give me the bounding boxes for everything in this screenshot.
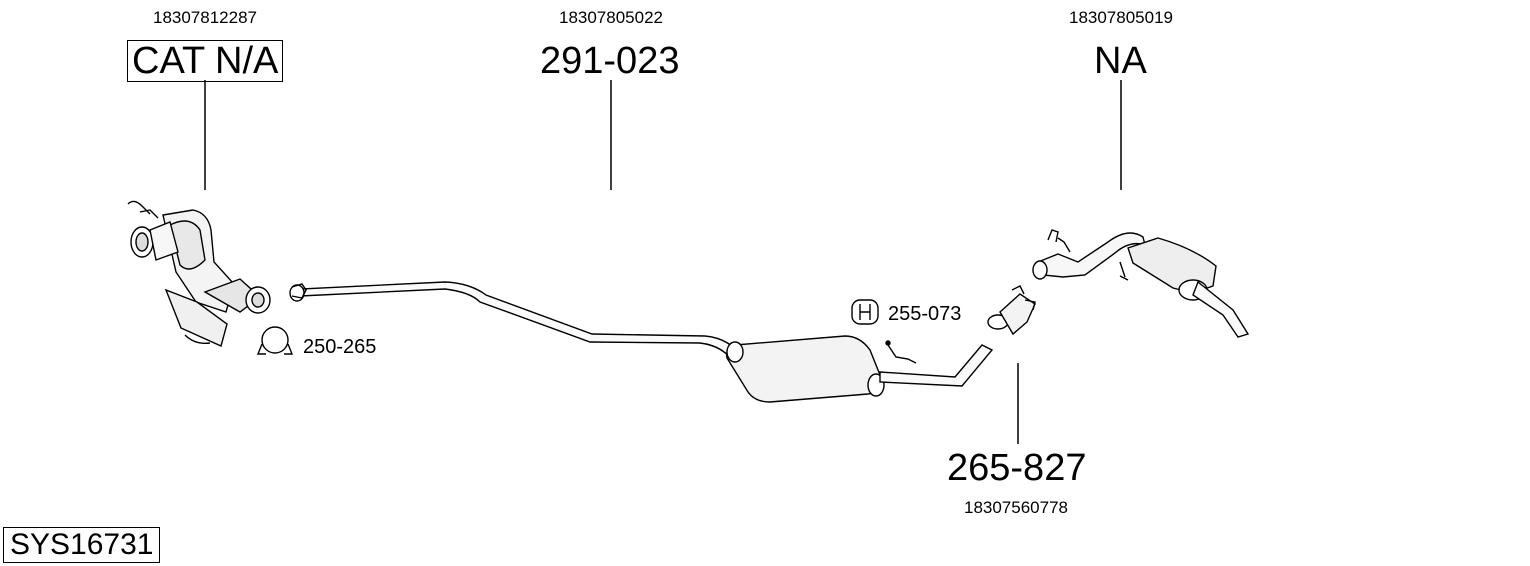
catalytic-converter-icon: [127, 200, 271, 347]
accessory-code-clamp[interactable]: 250-265: [303, 336, 377, 358]
accessory-code-mount[interactable]: 255-073: [888, 303, 962, 325]
part-code[interactable]: 291-023: [540, 40, 680, 82]
oem-number: 18307812287: [152, 8, 257, 27]
part-code-boxed[interactable]: CAT N/A: [127, 40, 284, 82]
oem-number: 18307560778: [963, 498, 1068, 517]
system-id-label: SYS16731: [3, 527, 161, 563]
middle-silencer-icon: [725, 335, 994, 403]
pipe-connector-icon: [987, 285, 1036, 336]
clamp-icon: [256, 326, 294, 355]
oem-number: 18307805019: [1068, 8, 1173, 27]
part-code[interactable]: 265-827: [947, 447, 1087, 489]
part-code[interactable]: NA: [1094, 40, 1147, 82]
rear-silencer-icon: [1032, 229, 1250, 338]
rubber-mount-icon: [851, 299, 879, 325]
oem-number: 18307805022: [558, 8, 663, 27]
